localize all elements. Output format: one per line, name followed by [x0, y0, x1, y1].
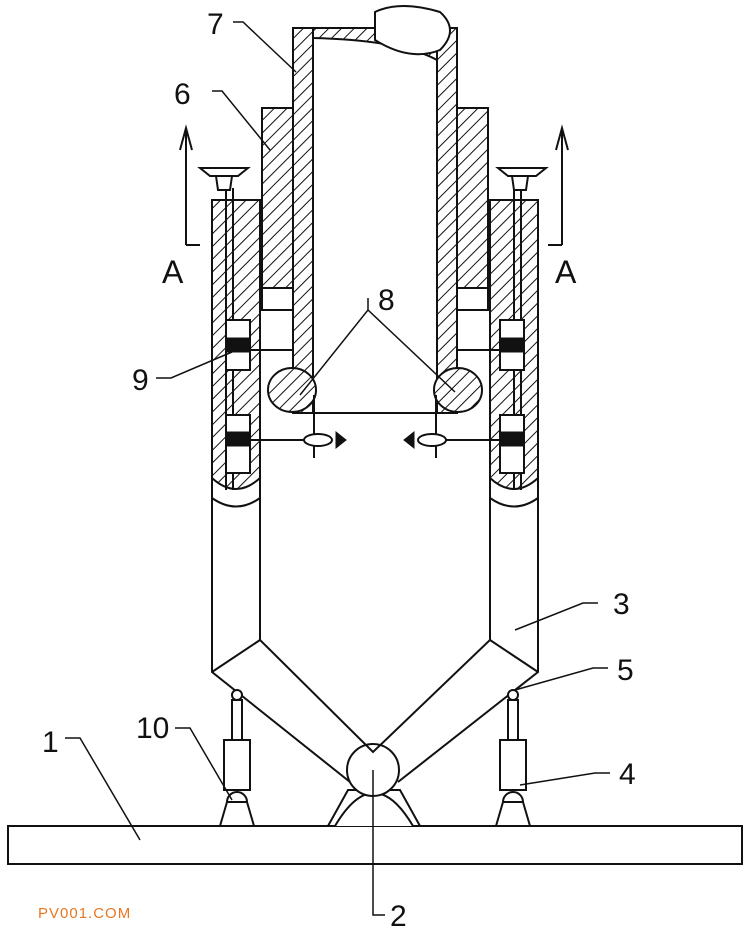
central-pivot [326, 743, 422, 905]
right-cylinder [494, 689, 532, 827]
v-frame [211, 478, 539, 783]
label-7: 7 [207, 8, 224, 41]
label-4: 4 [619, 758, 636, 791]
left-clamps [225, 319, 330, 474]
section-arrow-right [548, 124, 569, 246]
right-clamps [420, 319, 525, 474]
section-label-right: A [555, 254, 577, 290]
label-9: 9 [132, 364, 149, 397]
label-3: 3 [613, 588, 630, 621]
left-cylinder [218, 689, 256, 827]
section-label-left: A [162, 254, 184, 290]
watermark: PV001.COM [38, 905, 131, 922]
guide-sleeve [261, 107, 489, 311]
column-rollers [267, 367, 483, 413]
leader-lines [65, 21, 610, 916]
section-arrow-left [179, 124, 200, 246]
label-5: 5 [617, 654, 634, 687]
label-10: 10 [136, 712, 169, 745]
label-8: 8 [378, 284, 395, 317]
label-1: 1 [42, 726, 59, 759]
label-6: 6 [174, 78, 191, 111]
inner-knobs [303, 395, 447, 458]
central-column [292, 5, 458, 414]
base-plate [7, 825, 743, 865]
label-2: 2 [390, 900, 407, 933]
